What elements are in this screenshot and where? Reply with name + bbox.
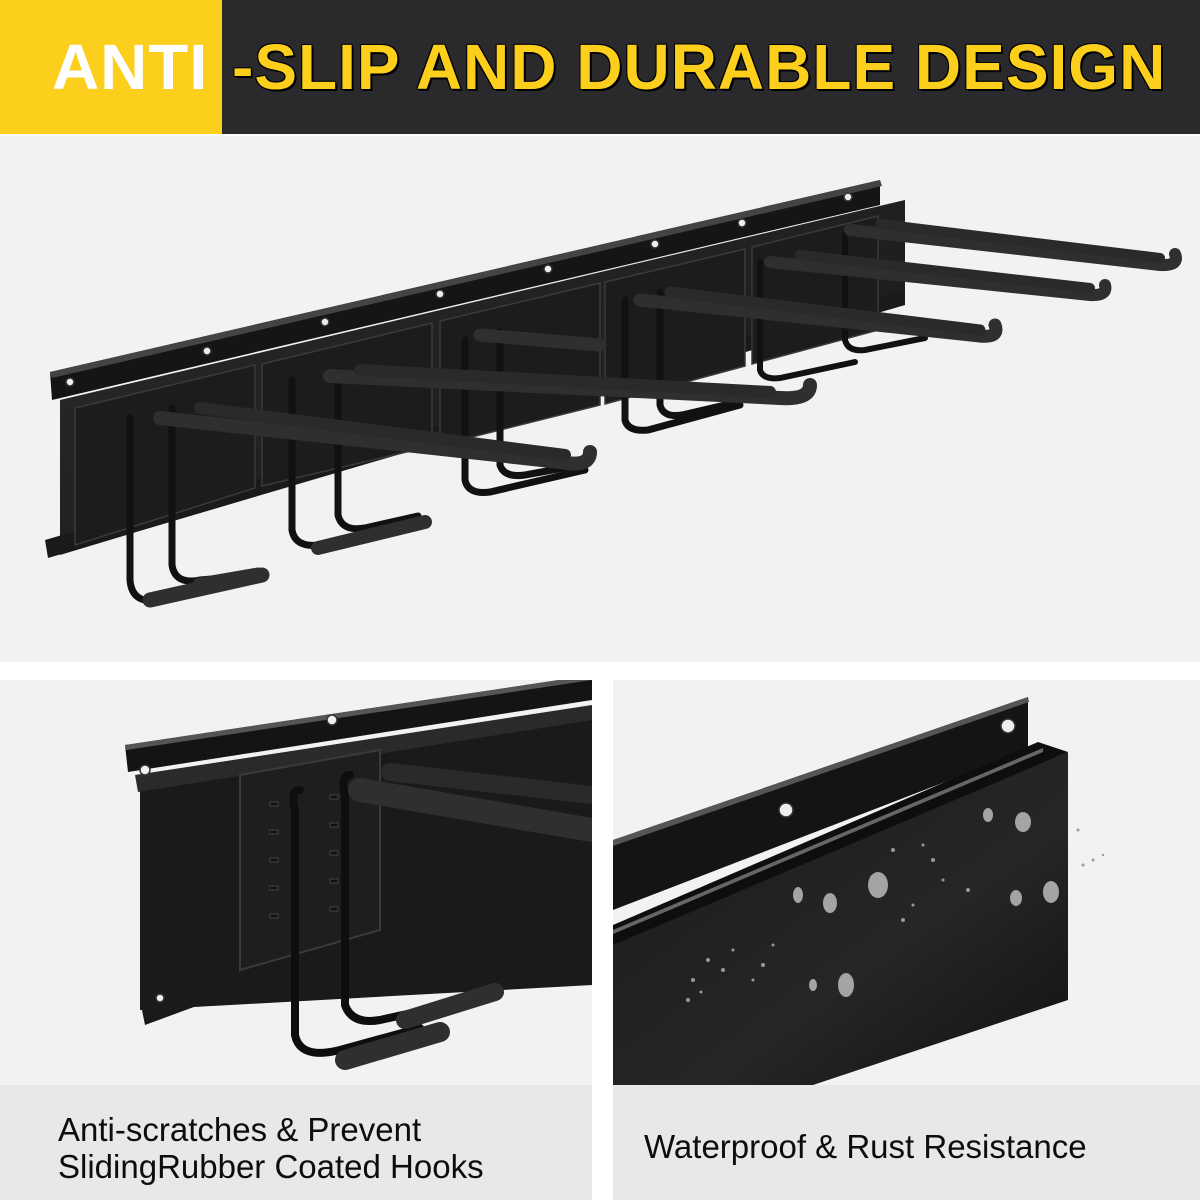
title-highlight: ANTI — [52, 31, 209, 103]
rubber-hook-closeup-image — [125, 680, 592, 1070]
left-caption-band: Anti-scratches & Prevent SlidingRubber C… — [0, 1085, 592, 1200]
hooks-closeup-panel: Anti-scratches & Prevent SlidingRubber C… — [0, 680, 592, 1200]
right-caption-band: Waterproof & Rust Resistance — [613, 1085, 1200, 1200]
left-caption-line1: Anti-scratches & Prevent — [58, 1111, 422, 1148]
right-caption: Waterproof & Rust Resistance — [644, 1128, 1087, 1165]
header-banner: ANTI -SLIP AND DURABLE DESIGN — [0, 0, 1200, 134]
top-product-panel — [0, 136, 1200, 662]
rack-with-hooks-image — [45, 180, 1182, 608]
left-caption: Anti-scratches & Prevent SlidingRubber C… — [58, 1111, 484, 1185]
header-accent-block — [0, 0, 222, 134]
waterproof-panel: Waterproof & Rust Resistance — [613, 680, 1200, 1200]
left-caption-line2: SlidingRubber Coated Hooks — [58, 1148, 484, 1185]
title-rest: -SLIP AND DURABLE DESIGN — [232, 31, 1167, 103]
waterproof-rail-image — [613, 697, 1105, 1085]
